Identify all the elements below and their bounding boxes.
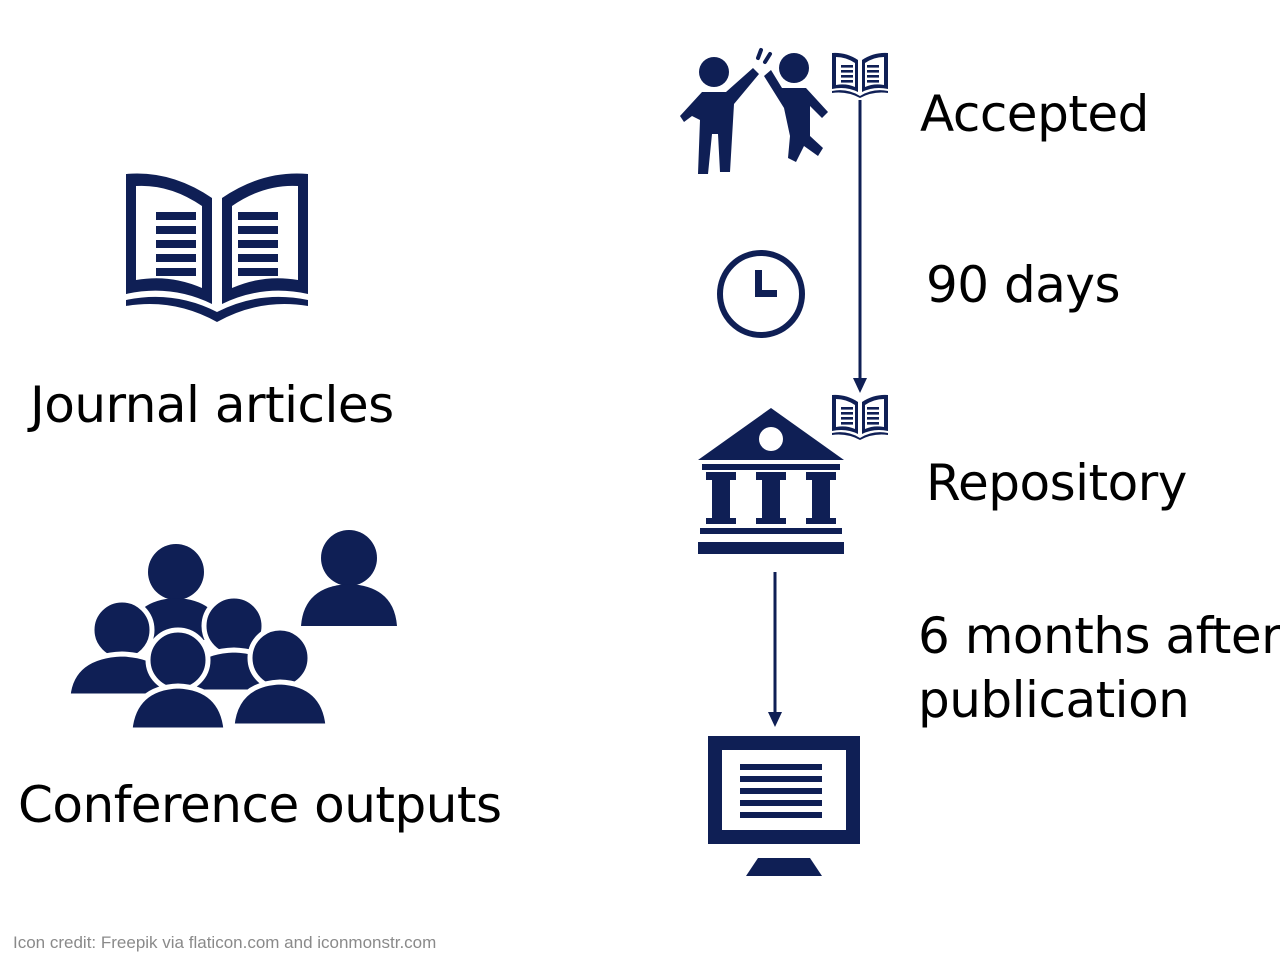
publication-label: publication bbox=[918, 671, 1190, 729]
computer-monitor-icon bbox=[708, 736, 860, 876]
small-book-icon bbox=[832, 52, 888, 98]
institution-icon bbox=[698, 408, 844, 554]
arrow-to-repository bbox=[853, 100, 867, 393]
clock-icon bbox=[717, 250, 805, 338]
ninety-days-label: 90 days bbox=[926, 256, 1121, 314]
high-five-icon bbox=[680, 48, 828, 174]
arrow-to-computer bbox=[768, 572, 782, 727]
accepted-label: Accepted bbox=[920, 85, 1149, 143]
six-months-label: 6 months after bbox=[918, 607, 1280, 665]
repository-label: Repository bbox=[926, 454, 1187, 512]
conference-outputs-label: Conference outputs bbox=[18, 776, 502, 834]
open-book-icon bbox=[126, 173, 308, 322]
audience-group-icon bbox=[65, 530, 397, 733]
icon-credit-text: Icon credit: Freepik via flaticon.com an… bbox=[13, 933, 437, 952]
repository-book-icon bbox=[832, 394, 888, 440]
journal-articles-label: Journal articles bbox=[30, 376, 394, 434]
